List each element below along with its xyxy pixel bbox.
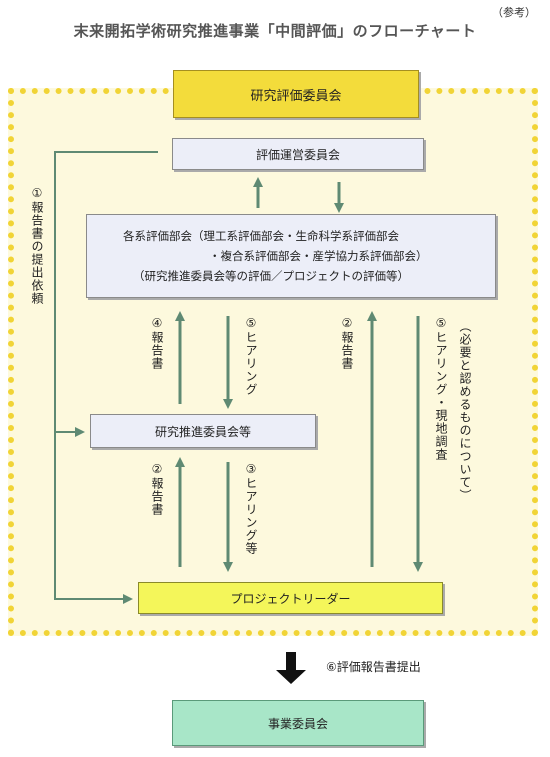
division-line-1: 各系評価部会（理工系評価部会・生命科学系評価部会	[123, 229, 399, 243]
label-hearing3: ③ヒアリング等	[244, 462, 258, 555]
eval-operation-committee-box: 評価運営委員会	[172, 138, 424, 170]
division-committee-box: 各系評価部会（理工系評価部会・生命科学系評価部会 ・複合系評価部会・産学協力系評…	[86, 214, 496, 298]
label-request-report: ①報告書の提出依頼	[30, 186, 44, 305]
label-if-needed: （必要と認めるものについて）	[458, 320, 472, 502]
business-committee-box: 事業委員会	[172, 700, 424, 746]
division-line-3: （研究推進委員会等の評価／プロジェクトの評価等）	[133, 269, 409, 283]
label-hearing5-site: ⑤ヒアリング・現地調査	[434, 316, 448, 461]
submit-arrow	[276, 652, 306, 684]
label-report2-lower: ②報告書	[150, 462, 164, 516]
promotion-committee-box: 研究推進委員会等	[90, 414, 316, 448]
label-report4: ④報告書	[150, 316, 164, 370]
evaluation-area	[8, 88, 538, 636]
label-report2-right: ②報告書	[340, 316, 354, 370]
research-eval-committee-box: 研究評価委員会	[173, 70, 419, 118]
label-hearing5-left: ⑤ヒアリング	[244, 316, 258, 396]
reference-note: （参考）	[492, 6, 536, 19]
division-line-2: ・複合系評価部会・産学協力系評価部会）	[209, 249, 428, 263]
label-eval-report-submit: ⑥評価報告書提出	[326, 660, 421, 674]
page-title: 末来開拓学術研究推進事業「中間評価」のフローチャート	[73, 22, 477, 40]
project-leader-box: プロジェクトリーダー	[138, 582, 443, 614]
request-line	[54, 151, 158, 604]
